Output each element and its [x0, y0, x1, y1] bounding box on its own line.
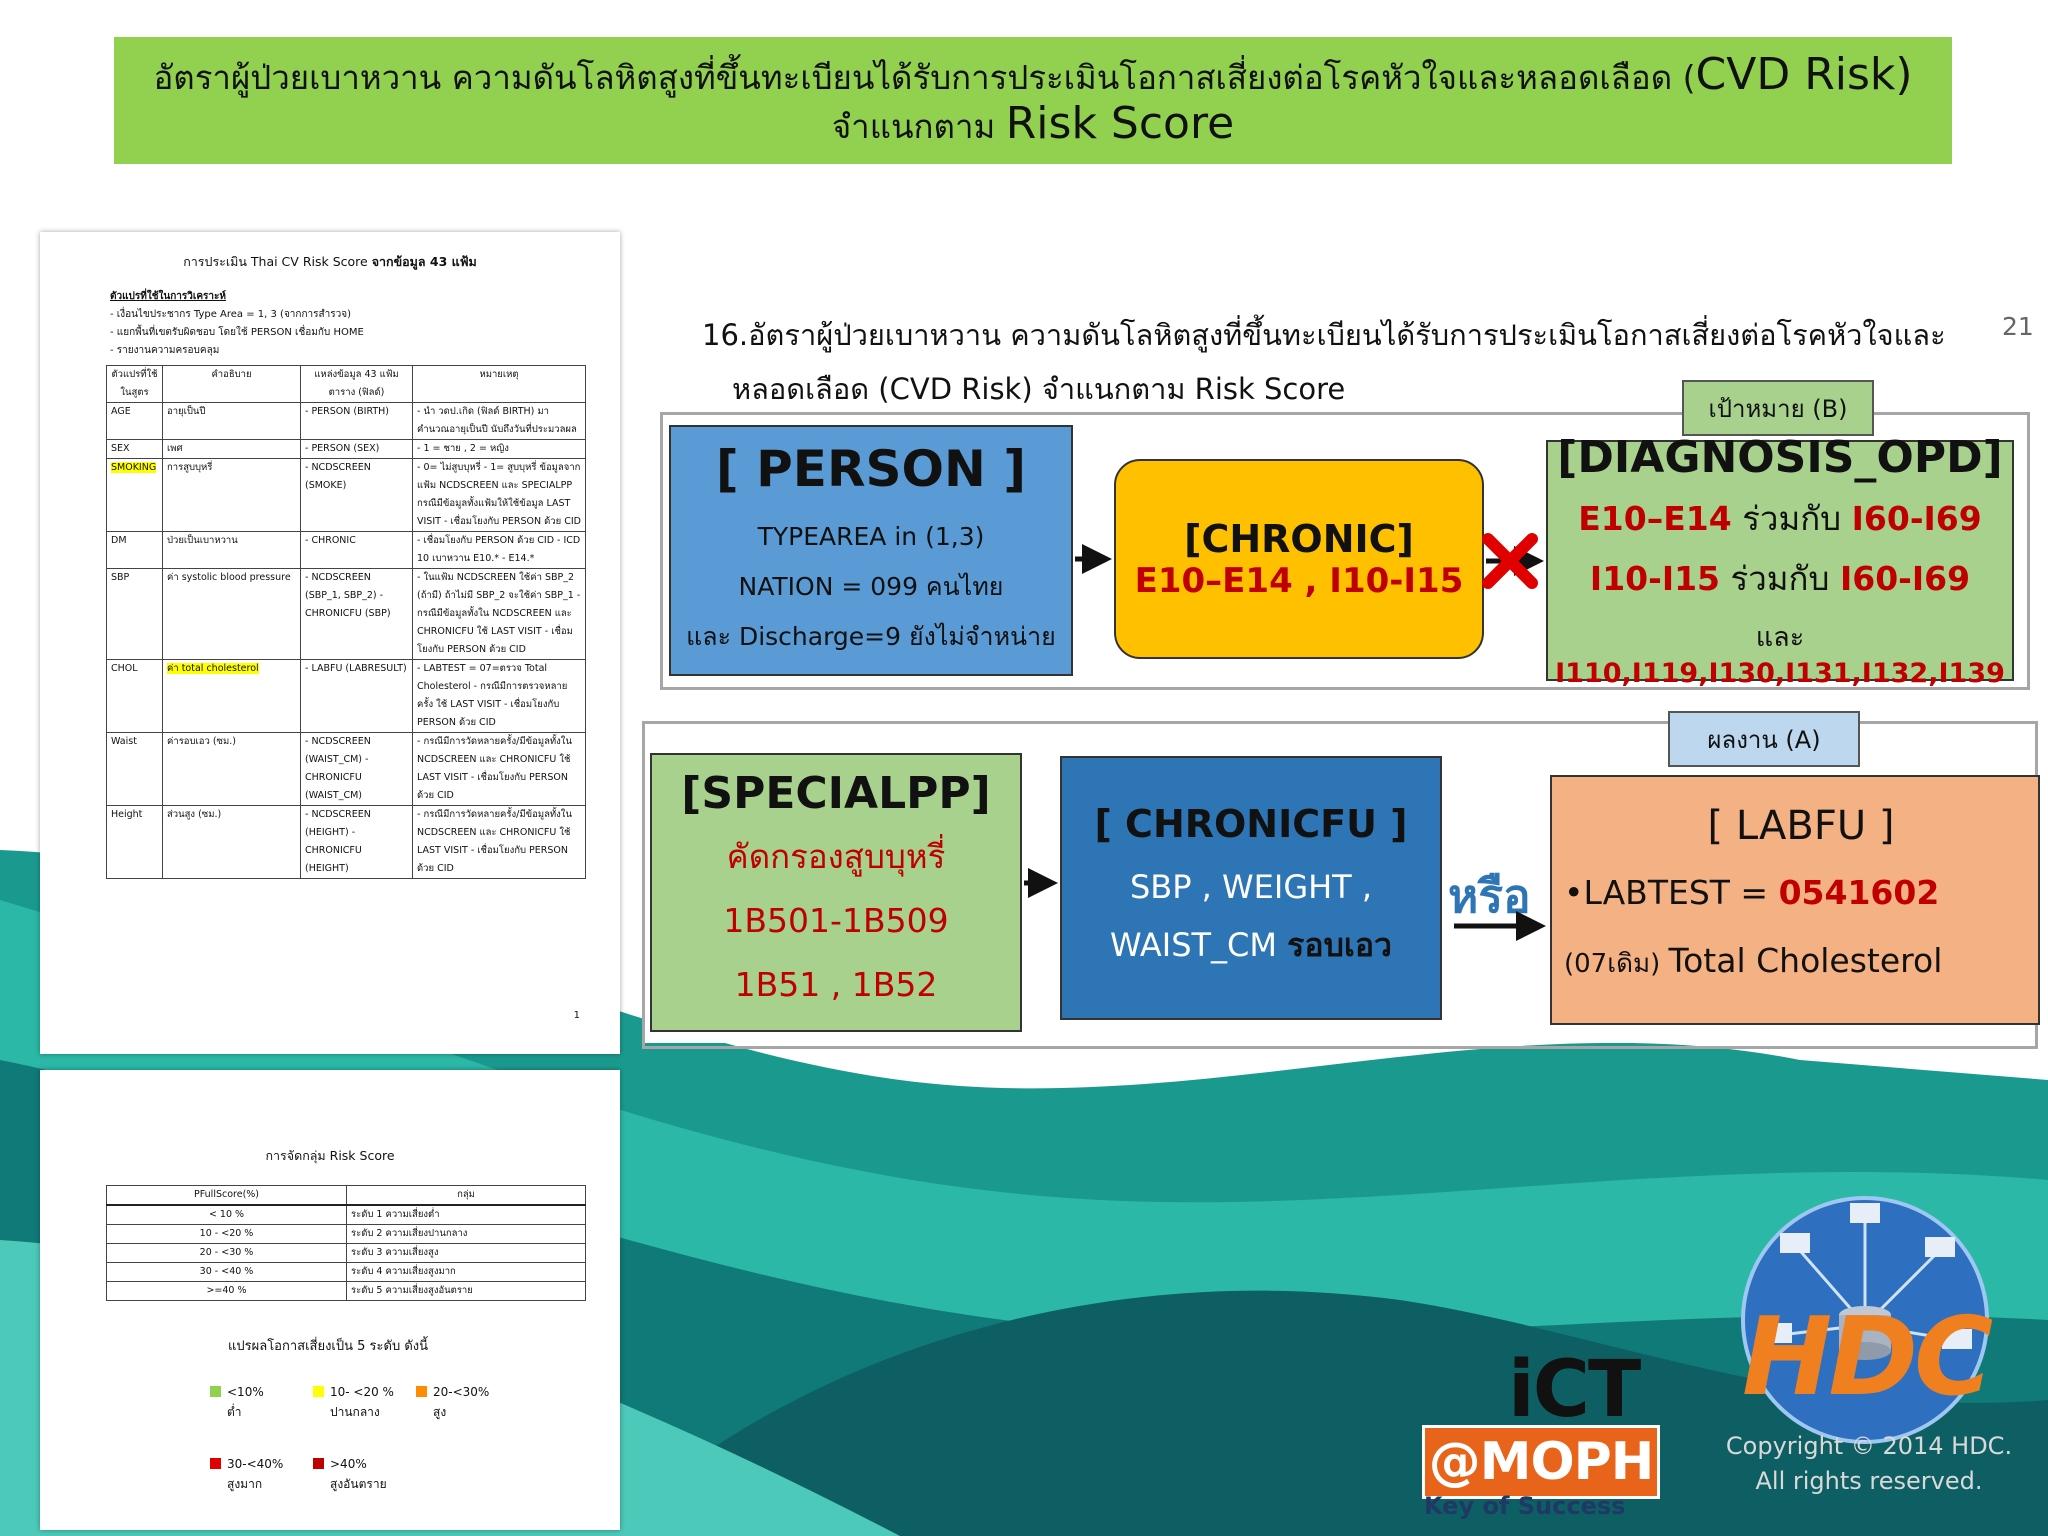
slide-heading: 16.อัตราผู้ป่วยเบาหวาน ความดันโลหิตสูงที… [702, 318, 1946, 406]
result-tag: ผลงาน (A) [1668, 711, 1860, 767]
ict-moph-logo: iCT @MOPH Key of Success [1420, 1345, 1670, 1525]
table-row: 30 - <40 %ระดับ 4 ความเสี่ยงสูงมาก [106, 1262, 586, 1282]
diagnosis-opd-box: [DIAGNOSIS_OPD] E10–E14 ร่วมกับ I60-I69 … [1546, 432, 2014, 689]
column-header: หมายเหตุ [412, 365, 586, 403]
legend-swatch [210, 1458, 221, 1469]
legend-item: >40% สูงอันตราย [313, 1454, 387, 1494]
title-line-2: จำแนกตาม Risk Score [831, 97, 1235, 149]
table-row: SEX เพศ - PERSON (SEX) - 1 = ชาย , 2 = ห… [106, 439, 586, 459]
table-row: < 10 %ระดับ 1 ความเสี่ยงต่ำ [106, 1204, 586, 1225]
table-row: Height ส่วนสูง (ซม.) - NCDSCREEN (HEIGHT… [106, 805, 586, 879]
page-number: 1 [573, 1010, 580, 1021]
document-page-2: การจัดกลุ่ม Risk Score PFullScore(%) กลุ… [40, 1070, 620, 1530]
column-header: PFullScore(%) [106, 1185, 347, 1206]
variables-notes: ตัวแปรที่ใช้ในการวิเคราะห์ - เงื่อนไขประ… [110, 291, 364, 356]
legend-swatch [313, 1386, 324, 1397]
chronic-box: [CHRONIC] E10–E14 , I10-I15 [1114, 459, 1484, 659]
column-header: คำอธิบาย [162, 365, 301, 403]
table-row: CHOL ค่า total cholesterol - LABFU (LABR… [106, 659, 586, 733]
hdc-logo-text: HDC [1742, 1295, 1993, 1420]
highlighted-text: ค่า total cholesterol [167, 663, 259, 674]
specialpp-box: [SPECIALPP] คัดกรองสูบบุหรี่ 1B501-1B509… [650, 753, 1022, 1032]
document-title: การประเมิน Thai CV Risk Score จากข้อมูล … [183, 254, 477, 269]
ict-logo-text: iCT [1508, 1345, 1641, 1435]
network-globe-icon [1741, 1196, 1989, 1444]
column-header: ตัวแปรที่ใช้ในสูตร [106, 365, 163, 403]
legend-swatch [416, 1386, 427, 1397]
highlighted-text: SMOKING [111, 462, 157, 473]
legend-swatch [313, 1458, 324, 1469]
legend-item: <10% ต่ำ [210, 1382, 264, 1422]
slide-number: 21 [2002, 312, 2034, 341]
title-banner: อัตราผู้ป่วยเบาหวาน ความดันโลหิตสูงที่ขึ… [114, 37, 1952, 164]
table-row: SBP ค่า systolic blood pressure - NCDSCR… [106, 568, 586, 660]
grouping-title: การจัดกลุ่ม Risk Score [265, 1148, 395, 1163]
legend-item: 10- <20 % ปานกลาง [313, 1382, 394, 1422]
document-page-1: การประเมิน Thai CV Risk Score จากข้อมูล … [40, 232, 620, 1054]
column-header: กลุ่ม [346, 1185, 586, 1206]
table-row: Waist ค่ารอบเอว (ซม.) - NCDSCREEN (WAIST… [106, 732, 586, 806]
risk-group-table: PFullScore(%) กลุ่ม < 10 %ระดับ 1 ความเส… [106, 1185, 586, 1301]
or-label: หรือ [1448, 869, 1531, 923]
table-row: SMOKING การสูบบุหรี่ - NCDSCREEN (SMOKE)… [106, 458, 586, 532]
target-frame [660, 412, 2030, 690]
logo-slogan: Key of Success [1424, 1492, 1626, 1520]
target-tag: เป้าหมาย (B) [1682, 380, 1874, 436]
table-row: 10 - <20 %ระดับ 2 ความเสี่ยงปานกลาง [106, 1224, 586, 1244]
table-row: >=40 %ระดับ 5 ความเสี่ยงสูงอันตราย [106, 1281, 586, 1301]
interpretation-text: แปรผลโอกาสเสี่ยงเป็น 5 ระดับ ดังนี้ [228, 1339, 429, 1354]
title-line-1: อัตราผู้ป่วยเบาหวาน ความดันโลหิตสูงที่ขึ… [153, 48, 1913, 100]
hdc-logo: HDC Copyright © 2014 HDC. All rights res… [1700, 1165, 2030, 1495]
legend-item: 30-<40% สูงมาก [210, 1454, 283, 1494]
table-row: DM ป่วยเป็นเบาหวาน - CHRONIC - เชื่อมโยง… [106, 531, 586, 569]
diagram-slide: 21 16.อัตราผู้ป่วยเบาหวาน ความดันโลหิตสู… [642, 278, 2048, 1049]
table-row: AGE อายุเป็นปี - PERSON (BIRTH) - นำ วดป… [106, 402, 586, 440]
legend-item: 20-<30% สูง [416, 1382, 489, 1422]
column-header: แหล่งข้อมูล 43 แฟ้ม ตาราง (ฟิลด์) [300, 365, 413, 403]
moph-logo-text: @MOPH [1422, 1425, 1660, 1499]
variables-table: ตัวแปรที่ใช้ในสูตร คำอธิบาย แหล่งข้อมูล … [106, 365, 586, 879]
table-row: 20 - <30 %ระดับ 3 ความเสี่ยงสูง [106, 1243, 586, 1263]
table-header-row: PFullScore(%) กลุ่ม [106, 1185, 586, 1206]
labfu-box: [ LABFU ] •LABTEST = 0541602 (07เดิม) To… [1550, 775, 2040, 1025]
person-box: [ PERSON ] TYPEAREA in (1,3) NATION = 09… [669, 425, 1073, 676]
legend-swatch [210, 1386, 221, 1397]
copyright-text: Copyright © 2014 HDC. All rights reserve… [1725, 1432, 2013, 1495]
chronicfu-box: [ CHRONICFU ] SBP , WEIGHT , WAIST_CM รอ… [1060, 756, 1442, 1020]
table-header-row: ตัวแปรที่ใช้ในสูตร คำอธิบาย แหล่งข้อมูล … [106, 365, 586, 403]
